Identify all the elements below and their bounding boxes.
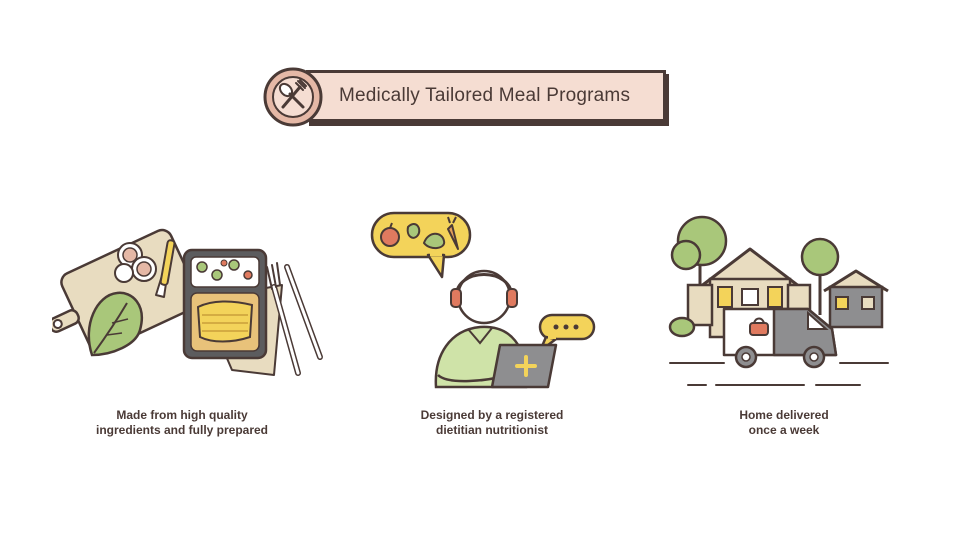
caption-line: dietitian nutritionist	[436, 423, 548, 437]
page-title: Medically Tailored Meal Programs	[339, 85, 631, 106]
caption-line: Home delivered	[739, 408, 829, 422]
knife	[155, 239, 176, 298]
caption-line: once a week	[748, 423, 820, 437]
feature-caption-prepared: Made from high quality ingredients and f…	[72, 408, 292, 438]
food-speech-bubble	[370, 211, 472, 279]
chat-bubble	[538, 313, 596, 353]
caption-line: Made from high quality	[116, 408, 248, 422]
dietitian-illustration	[370, 211, 596, 389]
house	[823, 269, 889, 329]
meal-tray	[182, 248, 268, 360]
tree	[800, 237, 840, 315]
road	[669, 362, 889, 386]
caption-line: Designed by a registered	[420, 408, 564, 422]
caption-line: ingredients and fully prepared	[95, 423, 269, 437]
meal-prep-illustration	[52, 228, 323, 376]
tree	[670, 215, 728, 325]
banner-box: Medically Tailored Meal Programs	[306, 70, 666, 122]
utensils-icon	[263, 67, 323, 127]
home-delivery-illustration	[668, 215, 889, 386]
laptop	[490, 343, 558, 389]
onion-rings	[114, 242, 157, 283]
delivery-van	[722, 307, 838, 369]
lettuce	[87, 291, 143, 357]
cutlery	[266, 262, 323, 376]
page-banner: Medically Tailored Meal Programs	[262, 66, 674, 128]
feature-caption-delivery: Home delivered once a week	[674, 408, 894, 438]
feature-caption-dietitian: Designed by a registered dietitian nutri…	[382, 408, 602, 438]
